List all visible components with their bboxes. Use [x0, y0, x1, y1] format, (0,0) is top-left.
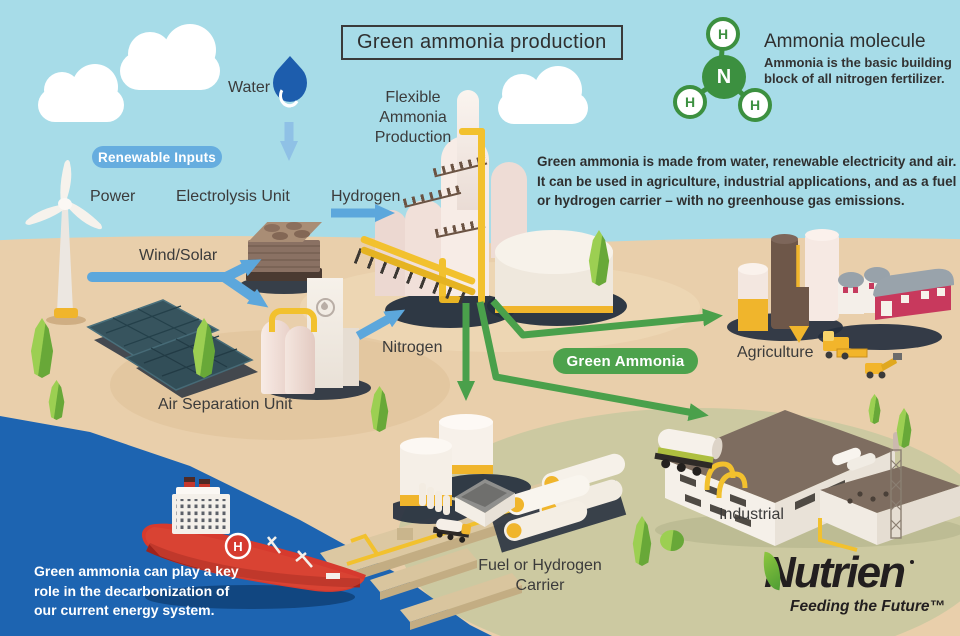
renewable-inputs-badge: Renewable Inputs [92, 146, 222, 168]
molecule-heading: Ammonia molecule [764, 31, 926, 52]
tanker-ship: H [141, 477, 366, 609]
arrow-windsolar-down [221, 272, 269, 308]
fuel-depot [393, 414, 627, 553]
loader-tractor [865, 353, 902, 379]
industrial-scene [654, 410, 960, 552]
tree [868, 394, 881, 424]
green-ammonia-badge: Green Ammonia [553, 348, 698, 374]
footer-note: Green ammonia can play a key role in the… [34, 563, 239, 618]
agriculture-scene [727, 229, 954, 379]
label-power: Power [90, 188, 136, 205]
hydrogen-atom: H [738, 88, 772, 122]
tree [48, 380, 65, 420]
hydrogen-atom: H [706, 17, 740, 51]
tree [192, 318, 216, 378]
label-hydrogen: Hydrogen [331, 188, 401, 205]
tree [896, 408, 912, 448]
tree [632, 516, 652, 566]
label-fuel-or-hydrogen-carrier: Fuel or Hydrogen Carrier [478, 557, 602, 594]
combine-harvester [823, 331, 868, 360]
label-water: Water [228, 79, 271, 96]
cloud [498, 66, 588, 124]
label-air-separation-unit: Air Separation Unit [158, 396, 293, 413]
small-truck [432, 518, 472, 543]
tanker-truck [654, 428, 723, 476]
tree [30, 318, 54, 378]
label-nitrogen: Nitrogen [382, 339, 443, 356]
trademark-dot [910, 560, 914, 564]
brand-tagline: Feeding the Future™ [790, 598, 945, 615]
molecule-description: Ammonia is the basic building block of a… [764, 55, 952, 86]
brand-name: Nutrien [764, 548, 906, 597]
label-wind-solar: Wind/Solar [139, 247, 218, 264]
ship-helipad-label: H [233, 539, 242, 554]
bush [660, 530, 684, 551]
hydrogen-atom: H [673, 85, 707, 119]
cloud [120, 24, 220, 90]
label-agriculture: Agriculture [737, 344, 814, 361]
solar-panels [86, 299, 258, 398]
tree [588, 230, 610, 286]
label-industrial: Industrial [719, 506, 784, 523]
page-title: Green ammonia production [341, 25, 623, 60]
arrow-nitrogen [355, 309, 406, 340]
wind-turbine [25, 160, 102, 325]
label-electrolysis-unit: Electrolysis Unit [176, 188, 290, 205]
cloud [38, 64, 124, 122]
air-separation-unit [253, 276, 378, 406]
nitrogen-atom: N [702, 55, 746, 99]
arrow-green-industrial [476, 301, 709, 421]
water-droplet-icon [265, 55, 315, 111]
label-flexible-ammonia-production: Flexible Ammonia Production [374, 89, 452, 146]
tree [370, 386, 389, 432]
flame-logo-icon [316, 298, 335, 317]
arrow-green-agriculture [490, 298, 723, 339]
nutrien-logo: Nutrien Feeding the Future™ [759, 548, 952, 628]
intro-paragraph: Green ammonia is made from water, renewa… [537, 154, 957, 208]
